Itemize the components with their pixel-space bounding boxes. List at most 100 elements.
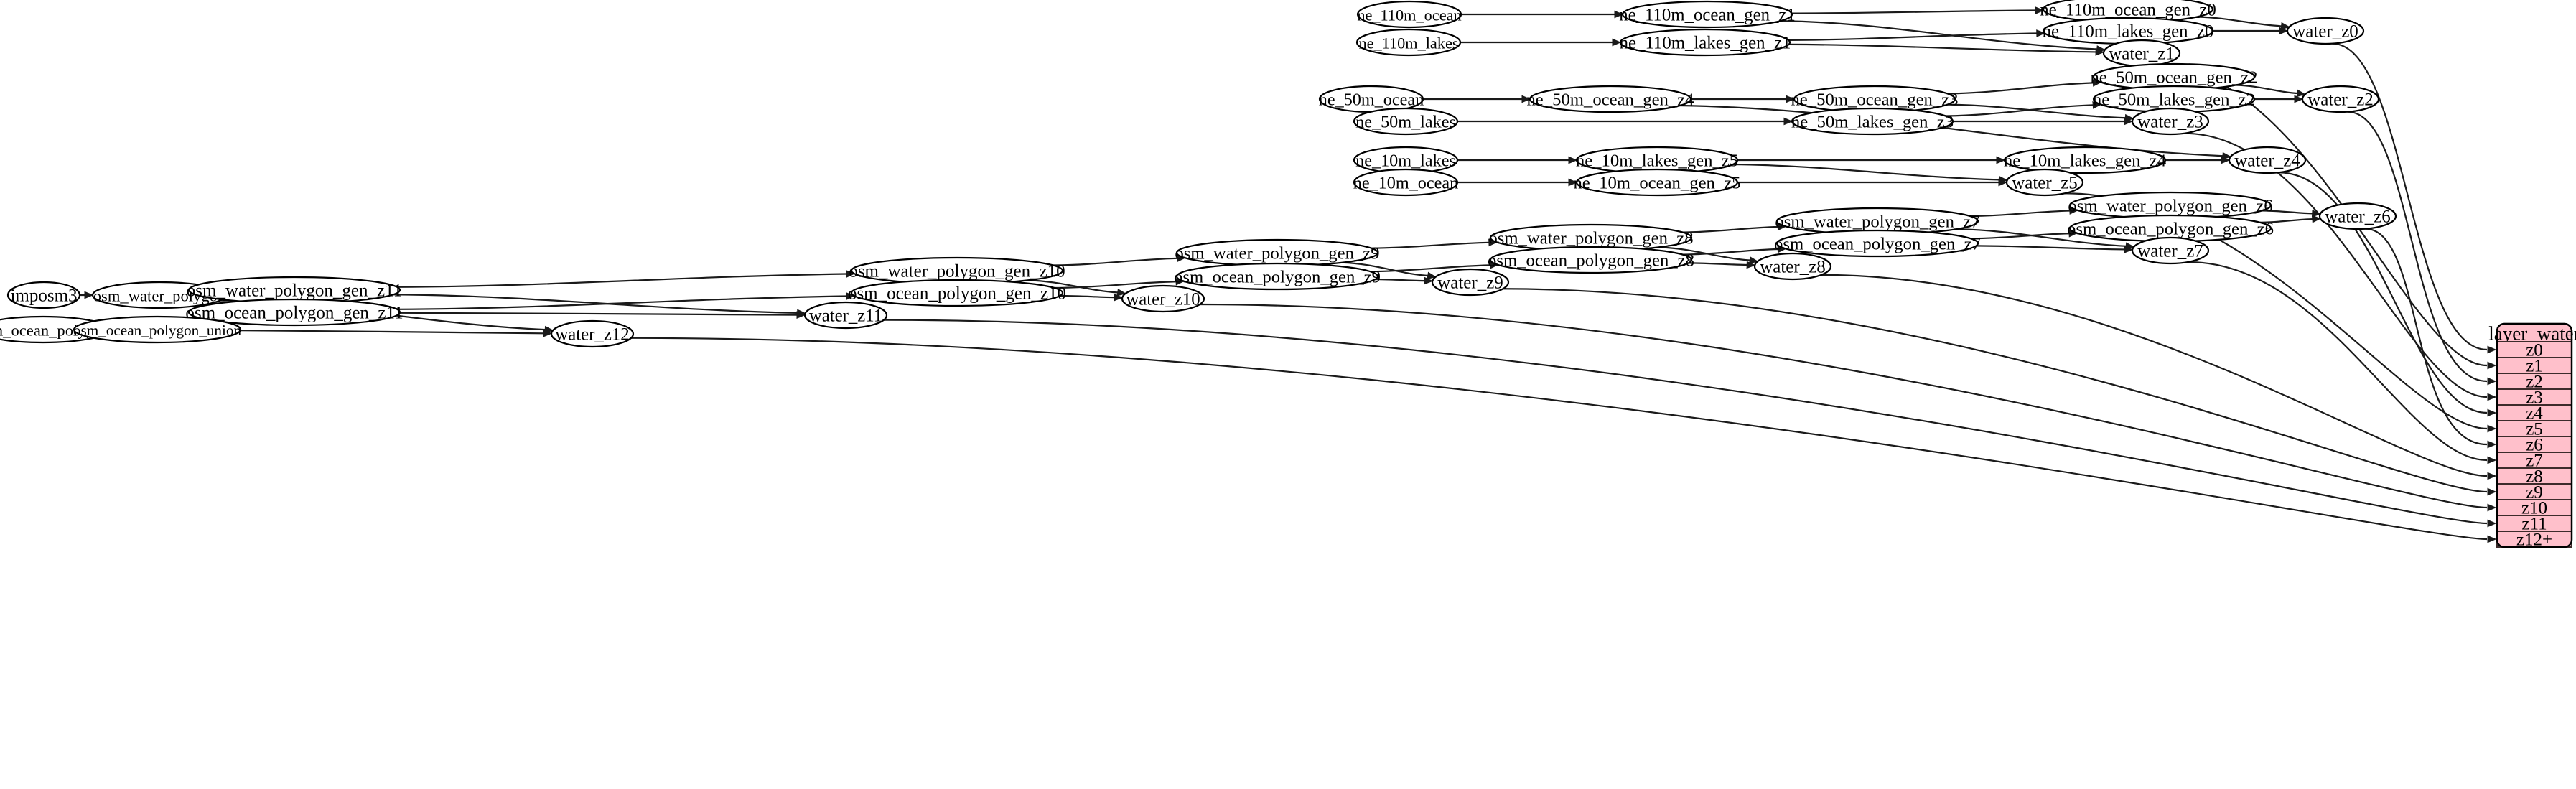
edge-osm_water_polygon_gen_z7-to-water_z7	[1956, 228, 2127, 247]
node-water_z12[interactable]: water_z12	[550, 319, 635, 348]
edge-arrowhead	[846, 270, 856, 278]
edge-arrowhead	[2487, 377, 2497, 386]
edge-water_z6-to-layer_water-z6	[2365, 228, 2488, 446]
edge-osm_ocean_polygon_gen_z7-to-water_z7	[1976, 245, 2125, 251]
node-shape-water_z11	[803, 301, 888, 330]
node-label-water_z7: water_z7	[2137, 242, 2203, 261]
node-shape-osm_ocean_polygon_gen_z9	[1175, 262, 1379, 291]
edge-arrowhead	[2280, 22, 2290, 30]
node-ne_10m_ocean[interactable]: ne_10m_ocean	[1353, 168, 1459, 197]
node-water_z7[interactable]: water_z7	[2131, 236, 2210, 265]
node-ne_10m_lakes[interactable]: ne_10m_lakes	[1353, 146, 1459, 174]
node-shape-osm_ocean_polygon_gen_z10	[850, 279, 1064, 307]
node-imposm3[interactable]: imposm3	[6, 281, 81, 309]
node-shape-osm_ocean_polygon_gen_z8	[1489, 246, 1693, 274]
node-shape-ne_10m_lakes_gen_z4	[2003, 146, 2167, 174]
node-water_z11[interactable]: water_z11	[803, 301, 888, 330]
node-ne_10m_lakes_gen_z4[interactable]: ne_10m_lakes_gen_z4	[2003, 146, 2167, 174]
node-osm_ocean_polygon_gen_z10[interactable]: osm_ocean_polygon_gen_z10	[848, 279, 1066, 307]
node-shape-water_z6	[2318, 202, 2397, 230]
node-label-ne_50m_ocean_gen_z2: ne_50m_ocean_gen_z2	[2090, 68, 2257, 88]
node-label-osm_water_polygon_gen_z9: osm_water_polygon_gen_z9	[1175, 244, 1379, 263]
node-water_z3[interactable]: water_z3	[2131, 107, 2210, 136]
node-label-water_z10: water_z10	[1126, 290, 1200, 309]
edge-osm_ocean_polygon_gen_z7-to-osm_ocean_polygon_gen_z6	[1970, 233, 2070, 240]
node-shape-water_z5	[2005, 168, 2084, 197]
edge-arrowhead	[1114, 293, 1124, 302]
node-label-water_z4: water_z4	[2234, 151, 2300, 171]
node-ne_50m_lakes_gen_z3[interactable]: ne_50m_lakes_gen_z3	[1791, 107, 1954, 136]
node-water_z1[interactable]: water_z1	[2102, 39, 2181, 67]
node-osm_water_polygon_gen_z9[interactable]: osm_water_polygon_gen_z9	[1175, 238, 1380, 267]
node-shape-water_z9	[1431, 268, 1510, 297]
node-water_z9[interactable]: water_z9	[1431, 268, 1510, 297]
node-osm_ocean_polygon_gen_z11[interactable]: osm_ocean_polygon_gen_z11	[185, 298, 403, 327]
node-ne_50m_lakes[interactable]: ne_50m_lakes	[1353, 107, 1459, 136]
node-ne_10m_ocean_gen_z5[interactable]: ne_10m_ocean_gen_z5	[1573, 168, 1741, 197]
node-ne_110m_ocean[interactable]: ne_110m_ocean	[1356, 0, 1462, 29]
node-label-osm_ocean_polygon_gen_z9: osm_ocean_polygon_gen_z9	[1174, 268, 1381, 287]
node-shape-water_z8	[1753, 252, 1832, 281]
node-shape-osm_ocean_polygon_gen_z11	[187, 298, 401, 327]
node-ne_50m_lakes_gen_z2[interactable]: ne_50m_lakes_gen_z2	[2093, 85, 2255, 113]
record-outline	[2496, 322, 2573, 548]
node-label-water_z9: water_z9	[1437, 274, 1503, 293]
node-label-ne_50m_lakes: ne_50m_lakes	[1355, 113, 1456, 132]
node-water_z4[interactable]: water_z4	[2228, 146, 2307, 174]
node-label-ne_50m_lakes_gen_z3: ne_50m_lakes_gen_z3	[1791, 113, 1954, 132]
node-osm_ocean_polygon_gen_z9[interactable]: osm_ocean_polygon_gen_z9	[1174, 262, 1381, 291]
edge-osm_water_polygon_gen_z10-to-water_z10	[1027, 279, 1118, 294]
node-ne_10m_lakes_gen_z5[interactable]: ne_10m_lakes_gen_z5	[1576, 146, 1738, 174]
edge-arrowhead	[2487, 456, 2497, 464]
node-ne_50m_ocean[interactable]: ne_50m_ocean	[1319, 85, 1424, 113]
node-osm_water_polygon_gen_z7[interactable]: osm_water_polygon_gen_z7	[1775, 207, 1980, 235]
node-osm_ocean_polygon_gen_z8[interactable]: osm_ocean_polygon_gen_z8	[1488, 246, 1694, 274]
node-label-ne_50m_ocean_gen_z3: ne_50m_ocean_gen_z3	[1791, 90, 1958, 110]
node-osm_ocean_polygon_union[interactable]: osm_ocean_polygon_union	[73, 315, 242, 344]
edge-osm_ocean_polygon_gen_z10-to-osm_ocean_polygon_gen_z9	[1054, 281, 1177, 289]
node-osm_water_polygon_gen_z11[interactable]: osm_water_polygon_gen_z11	[187, 276, 402, 304]
node-water_z6[interactable]: water_z6	[2318, 202, 2397, 230]
node-ne_50m_ocean_gen_z4[interactable]: ne_50m_ocean_gen_z4	[1526, 85, 1694, 113]
node-label-osm_ocean_polygon_gen_z8: osm_ocean_polygon_gen_z8	[1488, 251, 1694, 271]
edge-osm_ocean_polygon_gen_z6-to-water_z6	[2259, 218, 2313, 223]
node-label-water_z5: water_z5	[2012, 174, 2078, 193]
node-osm_water_polygon_gen_z8[interactable]: osm_water_polygon_gen_z8	[1488, 223, 1694, 252]
node-water_z2[interactable]: water_z2	[2301, 85, 2380, 113]
node-water_z8[interactable]: water_z8	[1753, 252, 1832, 281]
node-shape-ne_10m_ocean	[1353, 168, 1459, 197]
edge-osm_water_polygon_gen_z11-to-water_z11	[393, 294, 798, 314]
node-ne_110m_lakes_gen_z0[interactable]: ne_110m_lakes_gen_z0	[2043, 17, 2214, 45]
edge-water_z12-to-layer_water-z12plus	[630, 337, 2488, 541]
record-title: layer_water	[2488, 323, 2576, 345]
edge-ne_50m_lakes_gen_z3-to-ne_50m_lakes_gen_z2	[1945, 104, 2094, 117]
edge-arrowhead	[1424, 276, 1434, 285]
edge-ne_110m_ocean_gen_z1-to-water_z1	[1780, 19, 2097, 50]
node-osm_ocean_polygon_gen_z7[interactable]: osm_ocean_polygon_gen_z7	[1774, 229, 1981, 258]
edge-ne_110m_ocean_gen_z0-to-water_z0	[2196, 16, 2282, 27]
node-label-osm_water_polygon_gen_z8: osm_water_polygon_gen_z8	[1488, 229, 1693, 248]
edge-arrowhead	[2487, 440, 2497, 449]
node-osm_ocean_polygon_gen_z6[interactable]: osm_ocean_polygon_gen_z6	[2067, 214, 2274, 243]
edge-water_z11-to-layer_water-z11	[883, 319, 2488, 525]
edge-ne_110m_ocean_gen_z1-to-ne_110m_ocean_gen_z0	[1791, 9, 2036, 14]
edge-arrowhead	[2487, 519, 2497, 528]
node-ne_110m_lakes[interactable]: ne_110m_lakes	[1355, 28, 1462, 57]
node-water_z10[interactable]: water_z10	[1121, 284, 1205, 313]
node-ne_110m_ocean_gen_z1[interactable]: ne_110m_ocean_gen_z1	[1619, 0, 1796, 29]
node-shape-water_z7	[2131, 236, 2210, 265]
edge-ne_110m_lakes_gen_z1-to-ne_110m_lakes_gen_z0	[1788, 32, 2037, 41]
node-shape-water_z4	[2228, 146, 2307, 174]
node-ne_50m_ocean_gen_z2[interactable]: ne_50m_ocean_gen_z2	[2090, 62, 2258, 91]
node-water_z5[interactable]: water_z5	[2005, 168, 2084, 197]
node-water_z0[interactable]: water_z0	[2286, 17, 2365, 45]
node-ne_110m_lakes_gen_z1[interactable]: ne_110m_lakes_gen_z1	[1620, 28, 1791, 57]
node-osm_water_polygon_gen_z6[interactable]: osm_water_polygon_gen_z6	[2068, 191, 2273, 220]
node-label-ne_10m_lakes_gen_z5: ne_10m_lakes_gen_z5	[1576, 151, 1738, 171]
node-osm_water_polygon_gen_z10[interactable]: osm_water_polygon_gen_z10	[849, 256, 1065, 285]
edge-osm_ocean_polygon_union-to-water_z12	[240, 330, 544, 335]
edge-arrowhead	[2487, 424, 2497, 433]
edge-osm_water_polygon_gen_z8-to-osm_water_polygon_gen_z7	[1682, 225, 1778, 233]
node-ne_110m_ocean_gen_z0[interactable]: ne_110m_ocean_gen_z0	[2040, 0, 2216, 24]
